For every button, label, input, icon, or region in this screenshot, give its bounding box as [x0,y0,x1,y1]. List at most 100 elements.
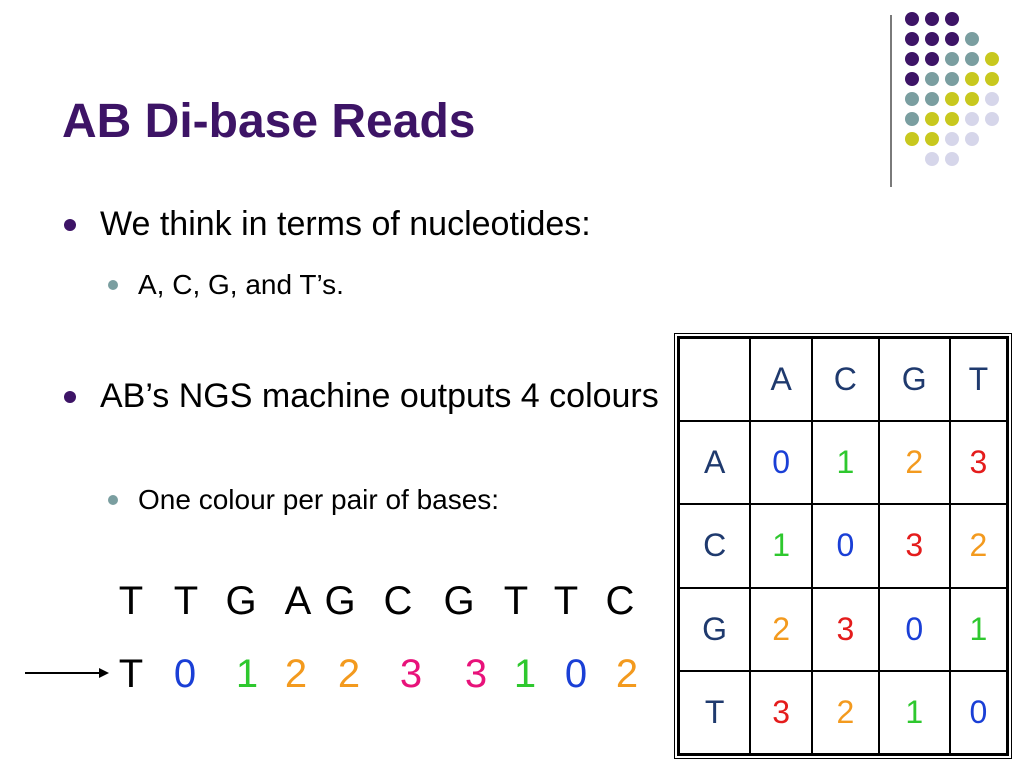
sub-bullet-colour-per-pair: One colour per pair of bases: [108,483,500,517]
decorative-dot [925,52,939,66]
decorative-dot [925,72,939,86]
table-cell: 3 [749,669,814,756]
bullet-ngs-machine: AB’s NGS machine outputs 4 colours [64,376,660,416]
table-cell: 2 [749,586,814,672]
decorative-dot [965,52,979,66]
sub-bullet-marker [108,280,118,290]
decorative-dot [905,112,919,126]
decorative-dot [925,132,939,146]
table-cell: 2 [811,669,880,756]
table-cell: 3 [948,420,1009,506]
decorative-dot [945,112,959,126]
colour-code-digit: 3 [399,652,423,696]
bullet-marker [64,391,76,403]
bullet-text: AB’s NGS machine outputs 4 colours [100,377,659,415]
decorative-dot [905,12,919,26]
table-cell: 0 [811,503,880,589]
table-cell: 2 [877,420,951,506]
colour-code-digit: 2 [337,652,361,696]
base-letter: C [383,579,413,623]
decorative-dot [985,52,999,66]
decorative-dot [965,72,979,86]
bullet-nucleotides: We think in terms of nucleotides: [64,204,591,244]
bullet-text: We think in terms of nucleotides: [100,205,591,243]
base-letter: A [284,579,312,623]
decorative-dot [905,92,919,106]
base-letter: G [225,579,257,623]
colour-code-digit: 2 [615,652,639,696]
table-cell: 1 [749,503,814,589]
table-cell: 0 [877,586,951,672]
column-header: T [948,336,1009,423]
column-header: A [749,336,814,423]
start-base-letter: T [118,652,144,696]
row-header: C [677,503,752,589]
decorative-dot [965,112,979,126]
decorative-dot [985,92,999,106]
decorative-dot [945,12,959,26]
sub-bullet-marker [108,495,118,505]
decorative-dot [925,152,939,166]
table-cell: 0 [749,420,814,506]
base-letter: T [173,579,199,623]
decorative-dot [985,112,999,126]
colour-code-digit: 0 [564,652,588,696]
table-corner-cell [677,336,752,423]
table-cell: 2 [948,503,1009,589]
row-header: T [677,669,752,756]
decorative-dot [905,132,919,146]
decorative-dot [945,92,959,106]
decorative-dot [925,92,939,106]
table-cell: 3 [877,503,951,589]
decorative-dot [945,72,959,86]
decorative-dot-grid [905,12,1015,172]
base-letter: T [553,579,579,623]
base-letter: G [443,579,475,623]
decorative-dot [985,72,999,86]
colour-code-digit: 0 [173,652,197,696]
decorative-dot [905,72,919,86]
table-cell: 1 [877,669,951,756]
decorative-dot [945,52,959,66]
colour-code-digit: 2 [284,652,308,696]
colour-code-digit: 1 [235,652,259,696]
decorative-dot [965,132,979,146]
decorative-dot [945,152,959,166]
decorative-dot [905,52,919,66]
decorative-dot [945,132,959,146]
base-letter: T [118,579,144,623]
bullet-marker [64,219,76,231]
slide-title: AB Di-base Reads [62,95,476,148]
sub-bullet-text: A, C, G, and T’s. [138,269,344,300]
decorative-dot [925,112,939,126]
divider-line [890,15,892,187]
decorative-dot [905,32,919,46]
table-cell: 3 [811,586,880,672]
table-cell: 1 [948,586,1009,672]
decorative-dot [925,32,939,46]
sub-bullet-bases: A, C, G, and T’s. [108,268,344,302]
colour-code-digit: 1 [513,652,537,696]
table-cell: 1 [811,420,880,506]
base-letter: T [503,579,529,623]
table-cell: 0 [948,669,1009,756]
colour-code-digit: 3 [464,652,488,696]
decorative-dot [925,12,939,26]
row-header: G [677,586,752,672]
sub-bullet-text: One colour per pair of bases: [138,484,500,515]
decorative-dot [965,32,979,46]
row-header: A [677,420,752,506]
column-header: C [811,336,880,423]
decorative-dot [965,92,979,106]
decorative-dot [945,32,959,46]
base-letter: G [324,579,356,623]
base-letter: C [605,579,635,623]
column-header: G [877,336,951,423]
